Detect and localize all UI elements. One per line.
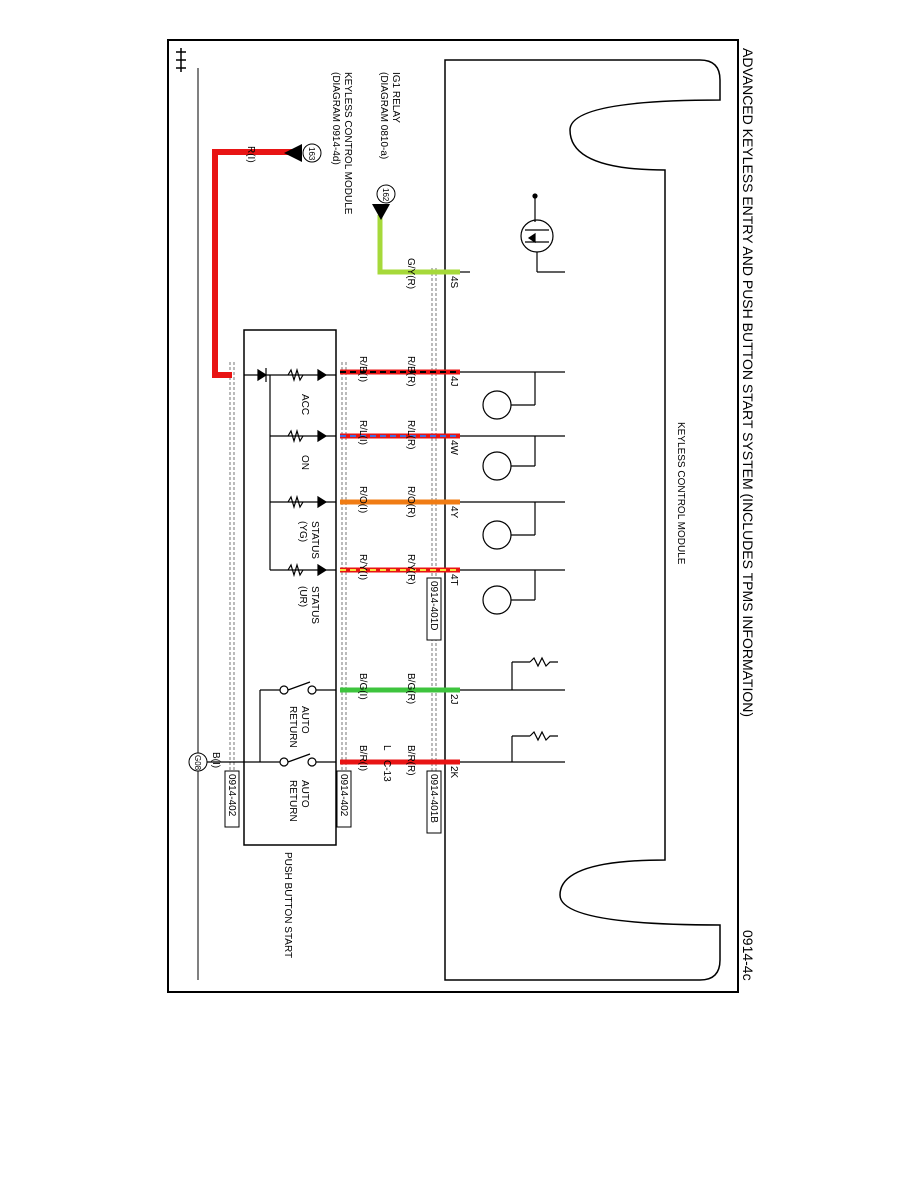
switch-1-label-1: AUTO (299, 706, 310, 734)
connector-401d: 0914-401D (428, 581, 439, 630)
ground-ref-circle (188, 752, 208, 772)
label-rb-i: R/B(I) (357, 356, 368, 382)
diagram-frame (167, 39, 739, 993)
page-code: 0914-4c (740, 930, 756, 981)
keyless-control-module-label: KEYLESS CONTROL MODULE (675, 422, 686, 565)
wire-gy (377, 215, 460, 275)
ig1-ref-circle (376, 184, 396, 204)
label-bg-r: B/G(R) (405, 673, 416, 704)
connector-401b: 0914-401B (428, 774, 439, 823)
pin-4y: 4Y (448, 506, 459, 519)
label-rl-i: R/L(I) (357, 420, 368, 445)
label-bg-i: B/G(I) (357, 673, 368, 700)
connector-dashes (229, 268, 437, 780)
diagram-title: ADVANCED KEYLESS ENTRY AND PUSH BUTTON S… (740, 48, 756, 717)
kcm-ref-number: 163 (307, 147, 316, 161)
label-b-i: B(I) (210, 752, 221, 768)
led-circuits (244, 367, 336, 578)
led-status-yg-label: STATUS (309, 521, 320, 559)
kcm-ref-line2: (DIAGRAM 0914-4d) (330, 72, 341, 165)
connector-402-b: 0914-402 (226, 774, 237, 817)
pin-4w: 4W (448, 440, 459, 456)
led-status-yg-sub: (YG) (297, 521, 308, 542)
connector-402-box-b (224, 770, 240, 828)
led-acc-label: ACC (299, 394, 310, 415)
led-status-ur-label: STATUS (309, 586, 320, 624)
ig1-ref-line1: IG1 RELAY (390, 72, 401, 123)
ground-ref-code: G08 (193, 755, 202, 771)
pin-2j: 2J (448, 694, 459, 705)
label-rb-r: R/B(R) (405, 356, 416, 387)
ground-symbol (176, 48, 186, 72)
auto-return-switches (244, 681, 336, 767)
switch-2-label-2: RETURN (287, 780, 298, 822)
pin-4j: 4J (448, 376, 459, 387)
connector-c13: C-13 (381, 760, 392, 782)
keyless-control-module-body (444, 59, 721, 981)
connector-402-a: 0914-402 (338, 774, 349, 817)
label-gy-r: G/Y(R) (405, 258, 416, 289)
label-r-i: R(I) (245, 146, 256, 163)
switch-1-label-2: RETURN (287, 706, 298, 748)
ig1-ref-number: 162 (381, 188, 390, 202)
push-button-start-body (243, 329, 337, 846)
mosfet-symbol (520, 193, 565, 273)
kcm-ref-circle (302, 143, 322, 163)
kcm-ref-line1: KEYLESS CONTROL MODULE (342, 72, 353, 215)
switch-2-label-1: AUTO (299, 780, 310, 808)
label-br-r: B/R(R) (405, 745, 416, 776)
wire-r (212, 149, 300, 378)
kcm-arrow (284, 144, 302, 162)
connector-401d-box (426, 577, 442, 641)
label-br-i: B/R(I) (357, 745, 368, 771)
connector-402-box-a (336, 770, 352, 828)
ig1-ref-line2: (DIAGRAM 0810-a) (378, 72, 389, 159)
label-ry-r: R/Y(R) (405, 554, 416, 585)
led-status-ur-sub: (UR) (297, 586, 308, 607)
pin-4t: 4T (448, 574, 459, 586)
connector-401b-box (426, 770, 442, 834)
pin-2k: 2K (448, 766, 459, 779)
label-ro-i: R/O(I) (357, 486, 368, 513)
pin-4s: 4S (448, 276, 459, 289)
connector-c13-side: L (381, 745, 392, 751)
label-ro-r: R/O(R) (405, 486, 416, 518)
transistors (460, 271, 565, 763)
push-button-start-label: PUSH BUTTON START (282, 852, 293, 958)
label-rl-r: R/L(R) (405, 420, 416, 449)
led-on-label: ON (299, 455, 310, 470)
label-ry-i: R/Y(I) (357, 554, 368, 580)
ig1-arrow (372, 204, 390, 220)
